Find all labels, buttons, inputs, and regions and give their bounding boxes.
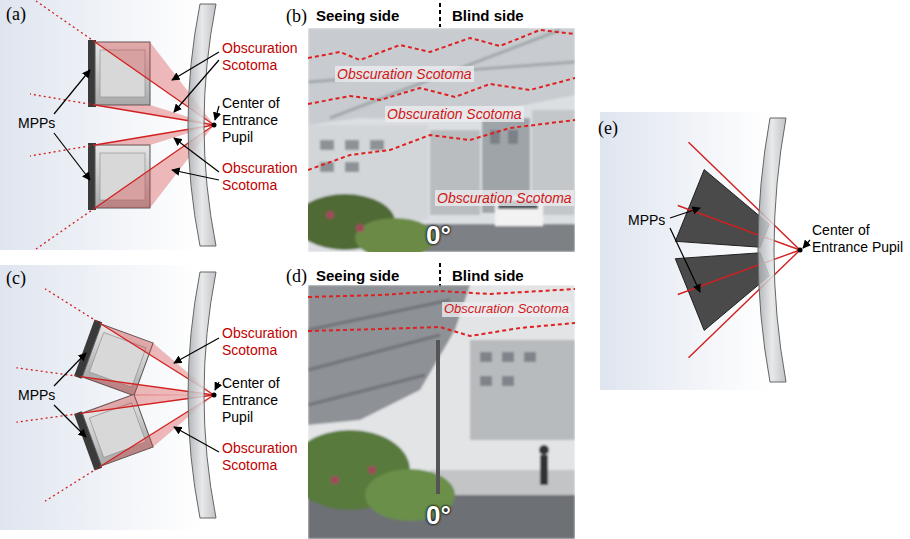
panel-letter: (c) bbox=[6, 268, 26, 290]
side-label: Seeing side bbox=[316, 7, 399, 25]
angle-label: 0° bbox=[426, 220, 451, 251]
window bbox=[480, 352, 492, 362]
scotoma-label: Obscuration Scotoma bbox=[222, 160, 302, 194]
window bbox=[480, 376, 492, 386]
scene-photo bbox=[308, 28, 575, 252]
ray bbox=[678, 250, 800, 295]
panel-letter: (a) bbox=[6, 4, 26, 26]
leader-arrow bbox=[54, 70, 90, 114]
leader-arrow bbox=[215, 382, 219, 390]
ray bbox=[689, 142, 801, 250]
flowers bbox=[326, 211, 334, 219]
lamp-post bbox=[436, 340, 440, 494]
spectacle-lens bbox=[188, 272, 216, 518]
scotoma-label: Obscuration Scotoma bbox=[222, 325, 302, 359]
leader-arrow bbox=[174, 427, 219, 452]
scotoma-label: Obscuration Scotoma bbox=[222, 40, 302, 74]
flowers bbox=[331, 476, 339, 484]
ray bbox=[689, 250, 801, 358]
window bbox=[502, 352, 514, 362]
spectacle-lens bbox=[188, 4, 216, 246]
flowers bbox=[368, 466, 376, 474]
prism-body bbox=[675, 170, 769, 248]
canopy-beam bbox=[308, 62, 575, 82]
window bbox=[508, 130, 518, 144]
canopy-beam bbox=[330, 30, 560, 118]
pupil-point bbox=[798, 248, 803, 253]
ray-extension bbox=[40, 466, 106, 501]
photo-scotoma-label: Obscuration Scotoma bbox=[442, 302, 571, 317]
window bbox=[502, 376, 514, 386]
prism-pair bbox=[675, 142, 800, 357]
pupil-label: Center of Entrance Pupil bbox=[222, 375, 302, 425]
scotoma-boundary bbox=[308, 30, 575, 60]
pupil-label: Center of Entrance Pupil bbox=[812, 222, 904, 256]
window bbox=[345, 140, 359, 150]
window bbox=[370, 140, 384, 150]
leader-arrow bbox=[174, 60, 219, 112]
photo-scotoma-label: Obscuration Scotoma bbox=[335, 66, 474, 82]
leader-arrow bbox=[172, 170, 219, 180]
ray-extension bbox=[36, 1, 95, 42]
window bbox=[345, 162, 359, 172]
panel-background bbox=[0, 0, 200, 250]
overhang-stripe bbox=[308, 375, 425, 405]
photo-scotoma-label: Obscuration Scotoma bbox=[385, 106, 524, 122]
ray bbox=[678, 206, 800, 251]
pupil-label: Center of Entrance Pupil bbox=[222, 95, 302, 145]
prism-label: MPPs bbox=[18, 387, 55, 404]
panel-background bbox=[600, 112, 770, 390]
tree bbox=[355, 218, 435, 252]
side-label: Blind side bbox=[452, 7, 524, 25]
prism-label: MPPs bbox=[628, 212, 665, 229]
ray-extension bbox=[40, 289, 106, 324]
scotoma-boundary bbox=[308, 120, 575, 170]
spectacle-lens bbox=[758, 118, 786, 382]
leader-arrow bbox=[174, 138, 219, 172]
flowers bbox=[356, 224, 364, 232]
photo-scotoma-label: Obscuration Scotoma bbox=[435, 190, 574, 206]
pedestrian bbox=[540, 455, 548, 485]
panel-letter: (d) bbox=[286, 266, 307, 288]
window bbox=[524, 352, 536, 362]
ray-extension bbox=[16, 355, 82, 390]
prism-label: MPPs bbox=[18, 115, 55, 132]
midline-divider bbox=[439, 263, 441, 287]
midline-divider bbox=[439, 3, 441, 27]
ray-extension bbox=[36, 208, 95, 249]
building bbox=[470, 340, 575, 440]
leader-arrow bbox=[174, 338, 219, 363]
overhang-stripe bbox=[308, 335, 440, 370]
ray-extension bbox=[16, 400, 82, 435]
scotoma-boundary bbox=[308, 289, 575, 297]
leader-arrow bbox=[54, 133, 90, 180]
prism-body bbox=[675, 253, 769, 331]
leader-arrow bbox=[803, 240, 810, 248]
angle-label: 0° bbox=[426, 500, 451, 531]
panel-letter: (b) bbox=[286, 6, 307, 28]
pupil-point bbox=[212, 393, 217, 398]
leader-arrow bbox=[215, 106, 219, 120]
leader-arrow bbox=[172, 52, 219, 80]
leader-arrow bbox=[670, 228, 700, 292]
pupil-point bbox=[212, 123, 217, 128]
overhang-stripe bbox=[308, 300, 450, 330]
leader-arrow bbox=[54, 405, 86, 437]
scene-photo bbox=[308, 285, 575, 539]
leader-arrow bbox=[54, 353, 86, 386]
window bbox=[320, 162, 334, 172]
side-label: Seeing side bbox=[316, 267, 399, 285]
pedestrian bbox=[539, 445, 549, 455]
scotoma-label: Obscuration Scotoma bbox=[222, 440, 302, 474]
side-label: Blind side bbox=[452, 267, 524, 285]
ray-extension bbox=[30, 145, 95, 156]
window bbox=[320, 140, 334, 150]
panel-letter: (e) bbox=[598, 118, 618, 140]
leader-arrow bbox=[670, 208, 700, 218]
scotoma-boundary bbox=[308, 323, 575, 336]
